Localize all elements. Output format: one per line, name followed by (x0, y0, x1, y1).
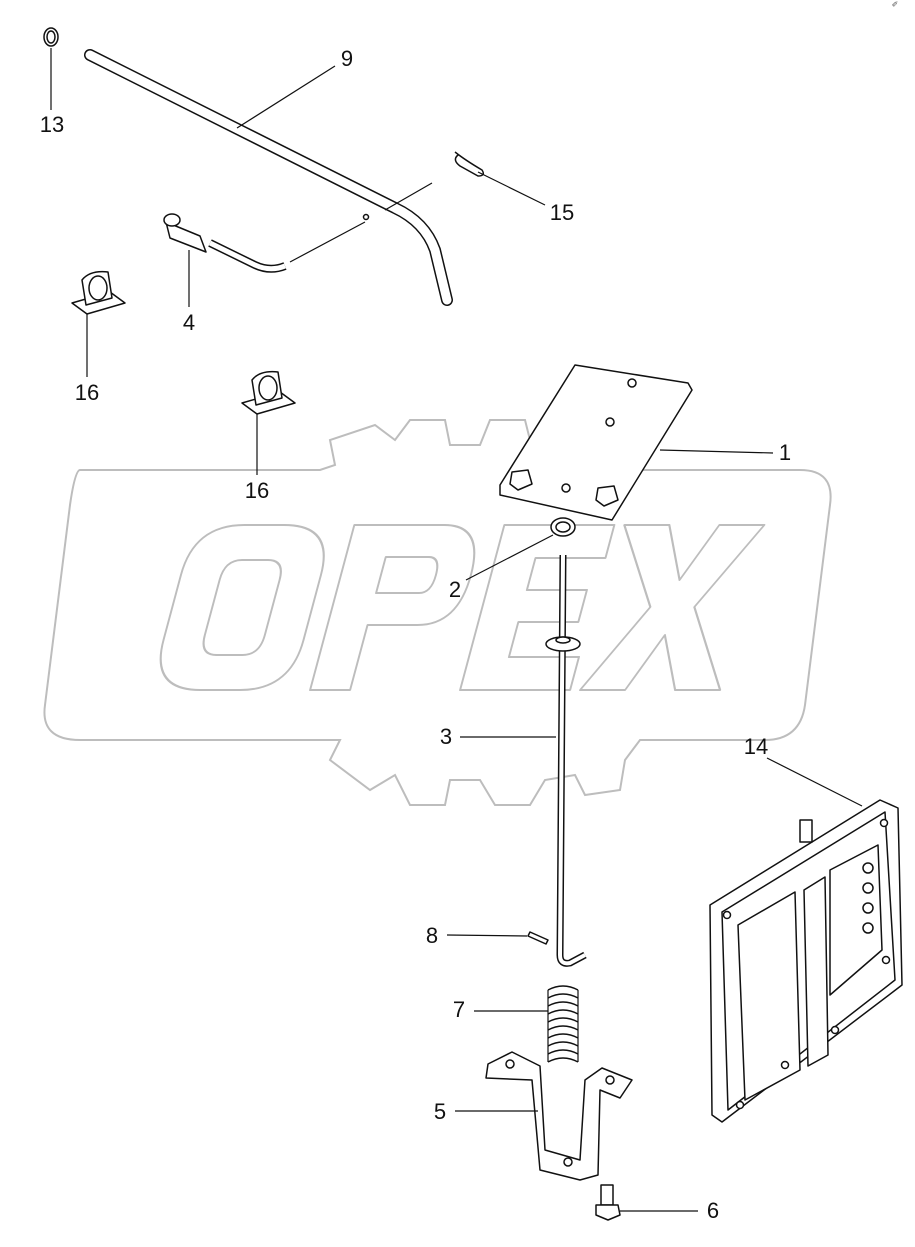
callout-15: 15 (550, 200, 574, 225)
callout-3: 3 (440, 724, 452, 749)
callout-14: 14 (744, 734, 768, 759)
part-3-rod (545, 554, 587, 967)
callout-16: 16 (245, 478, 269, 503)
callout-16: 16 (75, 380, 99, 405)
part-4-handle (163, 182, 433, 273)
part-16-block-a (71, 270, 126, 315)
part-16-block-b (241, 370, 296, 415)
callout-7: 7 (453, 997, 465, 1022)
callout-labels: 13 9 15 4 16 16 1 2 3 14 8 7 5 6 (40, 46, 791, 1223)
callout-13: 13 (40, 112, 64, 137)
callout-4: 4 (183, 310, 195, 335)
callout-2: 2 (449, 577, 461, 602)
callout-6: 6 (707, 1198, 719, 1223)
part-5-bracket (485, 1051, 633, 1181)
part-8-pin (527, 931, 549, 945)
callout-5: 5 (434, 1099, 446, 1124)
part-9-rod (84, 49, 453, 306)
leader-lines (50, 48, 863, 1212)
opex-watermark-logo (43, 419, 832, 806)
callout-1: 1 (779, 440, 791, 465)
part-2-nut (550, 517, 576, 537)
callout-9: 9 (341, 46, 353, 71)
part-14-cover-panel (709, 799, 903, 1123)
part-1-plate (499, 364, 693, 521)
callout-8: 8 (426, 923, 438, 948)
part-7-spring (547, 985, 579, 1063)
part-6-bolt (595, 1184, 621, 1221)
corner-mark: ✐ (892, 0, 899, 9)
